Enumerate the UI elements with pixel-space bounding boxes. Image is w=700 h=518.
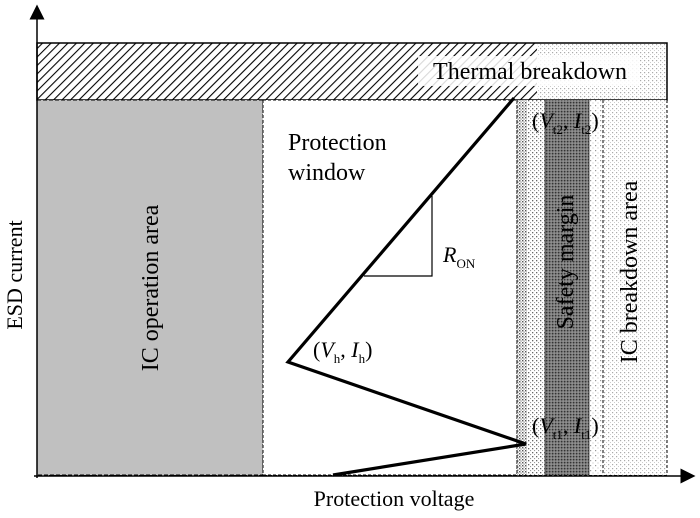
- ron-slope-triangle: [364, 196, 433, 277]
- x-axis-label: Protection voltage: [314, 486, 475, 511]
- thermal-breakdown-band: Thermal breakdown: [36, 42, 668, 101]
- ic-operation-area: IC operation area: [36, 99, 264, 476]
- tlp-iv-curve: [285, 96, 527, 477]
- protection-window-label-line2: window: [288, 160, 366, 186]
- ic-breakdown-area: IC breakdown area: [602, 100, 668, 475]
- ic-breakdown-area-label: IC breakdown area: [617, 180, 643, 363]
- point-label-vt1-it1: (Vt1, It1): [532, 413, 599, 442]
- thermal-breakdown-label: Thermal breakdown: [433, 59, 627, 85]
- safety-margin-label: Safety margin: [553, 195, 579, 330]
- axes: [29, 4, 696, 484]
- ic-operation-area-label: IC operation area: [138, 204, 164, 371]
- point-label-vt2-it2: (Vt2, It2): [532, 108, 599, 137]
- safety-margin-band: Safety margin: [516, 100, 603, 475]
- y-axis-label: ESD current: [2, 220, 27, 329]
- protection-window-label-line1: Protection: [288, 130, 387, 156]
- protection-window: Protection window: [262, 99, 518, 476]
- point-label-vh-ih: (Vh, Ih): [313, 337, 372, 366]
- ron-label: RON: [442, 242, 476, 271]
